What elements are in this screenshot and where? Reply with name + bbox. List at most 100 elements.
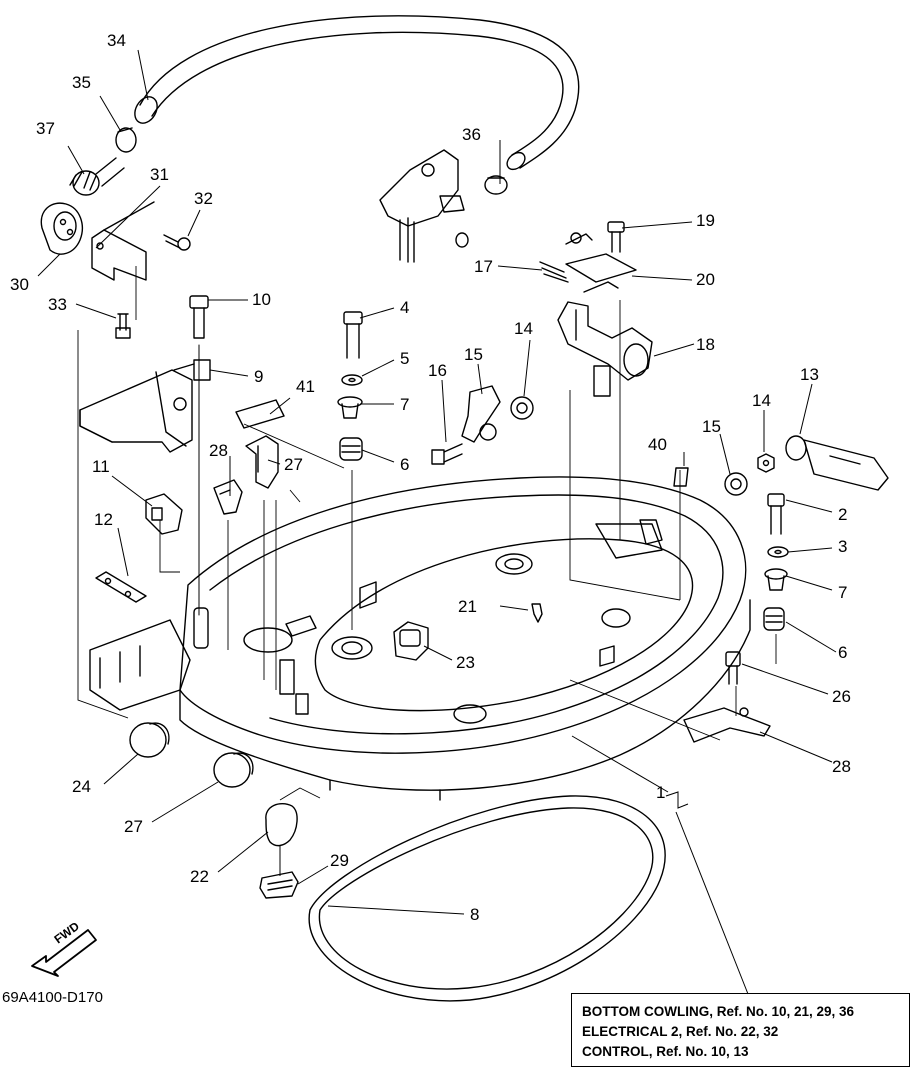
callout-40: 40 bbox=[648, 435, 667, 454]
callout-23: 21 bbox=[458, 597, 477, 616]
callout-5: 5 bbox=[400, 349, 409, 368]
grommet-part-32 bbox=[259, 871, 299, 899]
callout-16: 14 bbox=[752, 391, 771, 410]
drawing-code: 69A4100-D170 bbox=[2, 989, 103, 1006]
label-part-40 bbox=[673, 467, 689, 487]
callout-17: 15 bbox=[464, 345, 483, 364]
callout-24: 22 bbox=[190, 867, 209, 886]
callout-19: 17 bbox=[474, 257, 493, 276]
screw-part-29 bbox=[725, 651, 741, 685]
callout-30: 27 bbox=[284, 455, 303, 474]
bracket-part-34 bbox=[91, 201, 155, 281]
callout-31: 28 bbox=[209, 441, 228, 460]
callout-14: 14 bbox=[514, 319, 533, 338]
leader-lines bbox=[37, 49, 837, 995]
callout-35: 32 bbox=[194, 189, 213, 208]
hose-clamp-38a bbox=[115, 127, 137, 153]
callout-18: 16 bbox=[428, 361, 447, 380]
callout-27: 27 bbox=[124, 817, 143, 836]
screw-part-36 bbox=[115, 313, 131, 339]
holder-part-20 bbox=[557, 301, 653, 397]
callout-38a: 35 bbox=[72, 73, 91, 92]
grommet-part-15 bbox=[724, 472, 748, 496]
callout-10: 10 bbox=[252, 290, 271, 309]
callout-7b: 7 bbox=[838, 583, 847, 602]
collar-part-7a bbox=[337, 396, 363, 419]
callout-38b: 36 bbox=[462, 125, 481, 144]
callout-6b: 6 bbox=[838, 643, 847, 662]
collar-part-7b bbox=[764, 568, 788, 591]
fwd-label: FWD bbox=[52, 919, 83, 947]
bottom-cowling-part-1 bbox=[89, 476, 751, 801]
callout-6a: 6 bbox=[400, 455, 409, 474]
cap-part-24 bbox=[265, 802, 298, 847]
plug-part-26 bbox=[129, 722, 170, 758]
callout-12: 12 bbox=[94, 510, 113, 529]
callout-numbers: 34 35 37 31 32 30 33 10 9 41 28 27 11 12… bbox=[10, 31, 851, 924]
grommet-part-25 bbox=[393, 621, 429, 661]
bolt-part-10 bbox=[189, 295, 209, 616]
plate-part-28 bbox=[683, 707, 771, 743]
bracket-part-11 bbox=[145, 493, 183, 535]
callout-25: 23 bbox=[456, 653, 475, 672]
callout-28: 28 bbox=[832, 757, 851, 776]
callout-8: 8 bbox=[470, 905, 479, 924]
bushing-part-14 bbox=[510, 396, 534, 420]
callout-2: 2 bbox=[838, 505, 847, 524]
callout-32: 29 bbox=[330, 851, 349, 870]
callout-41: 41 bbox=[296, 377, 315, 396]
callout-22: 20 bbox=[696, 270, 715, 289]
bolt-part-4 bbox=[343, 311, 363, 359]
lever-part-17 bbox=[461, 385, 501, 443]
hose-clamp-38b bbox=[484, 175, 508, 195]
link-part-22 bbox=[565, 253, 637, 293]
washer-part-3 bbox=[767, 546, 789, 558]
throttle-bracket-part bbox=[379, 149, 469, 263]
collar-part-9 bbox=[173, 359, 211, 381]
plug-part-27 bbox=[213, 752, 254, 788]
arm-part-13 bbox=[785, 435, 889, 491]
fwd-arrow-icon bbox=[31, 929, 97, 977]
callout-29: 26 bbox=[832, 687, 851, 706]
callout-4: 4 bbox=[400, 298, 409, 317]
grommet-part-33 bbox=[40, 202, 84, 255]
callout-9: 9 bbox=[254, 367, 263, 386]
callout-33: 30 bbox=[10, 275, 29, 294]
grommet-part-6b bbox=[763, 607, 785, 631]
reference-line-electrical: ELECTRICAL 2, Ref. No. 22, 32 bbox=[582, 1024, 779, 1039]
callout-39: 37 bbox=[36, 119, 55, 138]
callout-1: 1 bbox=[656, 783, 665, 802]
callout-7a: 7 bbox=[400, 395, 409, 414]
reference-line-bottom-cowling: BOTTOM COWLING, Ref. No. 10, 21, 29, 36 bbox=[582, 1004, 855, 1019]
assembly-guide-lines bbox=[77, 266, 777, 801]
callout-37: 34 bbox=[107, 31, 126, 50]
screw-part-35 bbox=[163, 234, 191, 251]
clip-part-31 bbox=[213, 479, 243, 515]
callout-15: 15 bbox=[702, 417, 721, 436]
callout-3: 3 bbox=[838, 537, 847, 556]
washer-part-5 bbox=[341, 374, 363, 386]
reference-line-control: CONTROL, Ref. No. 10, 13 bbox=[582, 1044, 749, 1059]
grommet-part-6a bbox=[339, 437, 363, 461]
nut-part-16 bbox=[757, 453, 775, 473]
callout-20: 18 bbox=[696, 335, 715, 354]
bolt-part-2 bbox=[767, 493, 785, 535]
callout-36: 33 bbox=[48, 295, 67, 314]
reference-note-box: BOTTOM COWLING, Ref. No. 10, 21, 29, 36 … bbox=[571, 993, 910, 1067]
seal-part-8 bbox=[308, 795, 666, 1002]
hose-part-37 bbox=[134, 15, 580, 171]
callout-11: 11 bbox=[92, 457, 110, 476]
callout-34: 31 bbox=[150, 165, 169, 184]
clip-part-30 bbox=[245, 435, 279, 489]
callout-13: 13 bbox=[800, 365, 819, 384]
callout-21: 19 bbox=[696, 211, 715, 230]
callout-26: 24 bbox=[72, 777, 91, 796]
screw-part-21 bbox=[607, 221, 625, 253]
screw-part-23 bbox=[531, 603, 543, 623]
plate-part-12 bbox=[95, 571, 147, 603]
bolt-part-18 bbox=[431, 443, 463, 465]
label-part-41 bbox=[235, 399, 285, 429]
mount-plate-part bbox=[79, 369, 193, 453]
